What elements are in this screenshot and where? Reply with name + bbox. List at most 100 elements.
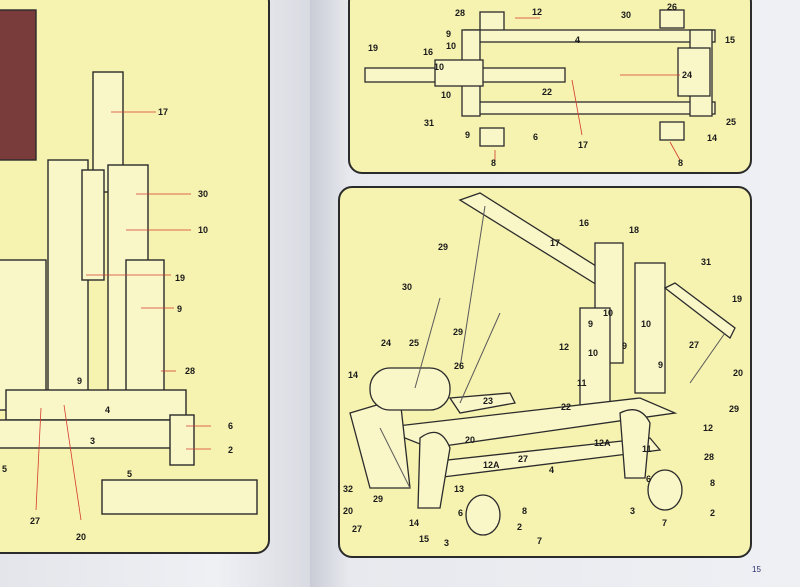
bottom-label-20c: 20 (343, 506, 354, 516)
bottom-label-29a: 29 (438, 242, 449, 252)
top-label-10a: 10 (446, 41, 457, 51)
bottom-label-15: 15 (419, 534, 430, 544)
counterweight-24 (369, 367, 451, 411)
left-label-27: 27 (30, 516, 41, 526)
bottom-label-17: 17 (550, 238, 561, 248)
bottom-label-14a: 14 (348, 370, 359, 380)
frame-beam-bottom (464, 101, 716, 115)
top-label-8a: 8 (491, 158, 497, 168)
bottom-label-13: 13 (454, 484, 465, 494)
top-label-26: 26 (667, 2, 678, 12)
wheel-front-left (465, 494, 501, 536)
upright-c (579, 307, 611, 409)
top-view-drawing (364, 9, 716, 161)
bottom-label-2a: 2 (710, 508, 716, 518)
bottom-label-27a: 27 (689, 340, 700, 350)
bottom-label-2b: 2 (517, 522, 523, 532)
top-label-19: 19 (368, 43, 379, 53)
left-label-10: 10 (198, 225, 209, 235)
wheel-bottom-left (479, 127, 505, 147)
bottom-label-11a: 11 (577, 378, 587, 388)
top-label-14: 14 (707, 133, 718, 143)
bottom-label-20a: 20 (733, 368, 744, 378)
upright-b (634, 262, 666, 394)
bottom-label-25: 25 (409, 338, 420, 348)
top-label-9a: 9 (446, 29, 452, 39)
left-label-9a: 9 (177, 304, 183, 314)
base-beam-3 (0, 419, 193, 449)
arm-sling (81, 169, 105, 281)
top-label-17: 17 (578, 140, 589, 150)
bottom-label-29d: 29 (373, 494, 384, 504)
bottom-label-19: 19 (732, 294, 743, 304)
left-diagram-panel: 17 30 10 19 9 28 9 4 6 3 2 5 5 27 20 (0, 0, 270, 554)
bottom-label-27b: 27 (518, 454, 529, 464)
bottom-label-11b: 11 (642, 444, 652, 454)
left-label-19: 19 (175, 273, 186, 283)
bottom-label-31: 31 (701, 257, 712, 267)
ground-block (101, 479, 258, 515)
top-label-15: 15 (725, 35, 736, 45)
bottom-label-24: 24 (381, 338, 392, 348)
model-photo-inset (0, 9, 37, 161)
bottom-label-29c: 29 (729, 404, 740, 414)
bottom-right-diagram-panel: 29 17 16 18 30 31 10 19 29 9 10 12 9 10 … (338, 186, 752, 558)
left-label-2: 2 (228, 445, 234, 455)
wheel-hub-6 (169, 414, 195, 466)
left-label-6: 6 (228, 421, 234, 431)
bottom-label-27c: 27 (352, 524, 363, 534)
front-frame-left (0, 259, 47, 411)
bottom-label-16: 16 (579, 218, 590, 228)
deck-22 (379, 397, 678, 449)
bottom-label-6b: 6 (458, 508, 464, 518)
bucket-23 (448, 392, 516, 414)
top-label-6: 6 (533, 132, 539, 142)
bottom-label-22: 22 (561, 402, 572, 412)
bottom-label-14b: 14 (409, 518, 420, 528)
wheel-top-left (479, 11, 505, 33)
wheel-front-right (647, 469, 683, 511)
top-label-10c: 10 (441, 90, 452, 100)
wheel-top-right (659, 9, 685, 29)
top-label-30: 30 (621, 10, 632, 20)
top-right-diagram-panel: 28 12 9 10 4 15 16 26 30 10 24 19 22 10 … (348, 0, 752, 174)
top-label-24: 24 (682, 70, 693, 80)
left-label-30: 30 (198, 189, 209, 199)
left-label-3: 3 (90, 436, 96, 446)
bottom-label-10b: 10 (641, 319, 652, 329)
left-label-5a: 5 (2, 464, 8, 474)
left-label-28: 28 (185, 366, 196, 376)
bottom-label-29b: 29 (453, 327, 464, 337)
bottom-label-9b: 9 (622, 341, 628, 351)
bottom-label-9a: 9 (588, 319, 594, 329)
bottom-label-7b: 7 (537, 536, 543, 546)
left-label-5b: 5 (127, 469, 133, 479)
bottom-label-9c: 9 (658, 360, 664, 370)
top-label-31: 31 (424, 118, 435, 128)
left-label-4: 4 (105, 405, 111, 415)
bottom-label-8a: 8 (710, 478, 716, 488)
bottom-label-8b: 8 (522, 506, 528, 516)
counterweight-top (677, 47, 711, 97)
bottom-label-6a: 6 (646, 474, 652, 484)
side-frame-13 (417, 431, 451, 509)
bottom-label-18: 18 (629, 225, 640, 235)
perspective-drawing (349, 192, 736, 536)
top-label-25: 25 (726, 117, 737, 127)
bottom-label-10a: 10 (603, 308, 614, 318)
top-label-12: 12 (532, 7, 543, 17)
base-beam-4 (5, 389, 187, 421)
left-label-20: 20 (76, 532, 87, 542)
end-plate-14 (349, 397, 411, 489)
bottom-label-7a: 7 (662, 518, 668, 528)
frame-beam-top (464, 29, 716, 43)
bottom-label-3b: 3 (444, 538, 450, 548)
bottom-label-12A-b: 12A (483, 460, 500, 470)
bottom-label-28: 28 (704, 452, 715, 462)
bottom-label-12A-a: 12A (594, 438, 611, 448)
bottom-label-10c: 10 (588, 348, 599, 358)
left-diagram-drawing (0, 9, 258, 521)
front-frame-right (125, 259, 165, 411)
top-label-4: 4 (575, 35, 581, 45)
arm-17 (458, 192, 617, 289)
